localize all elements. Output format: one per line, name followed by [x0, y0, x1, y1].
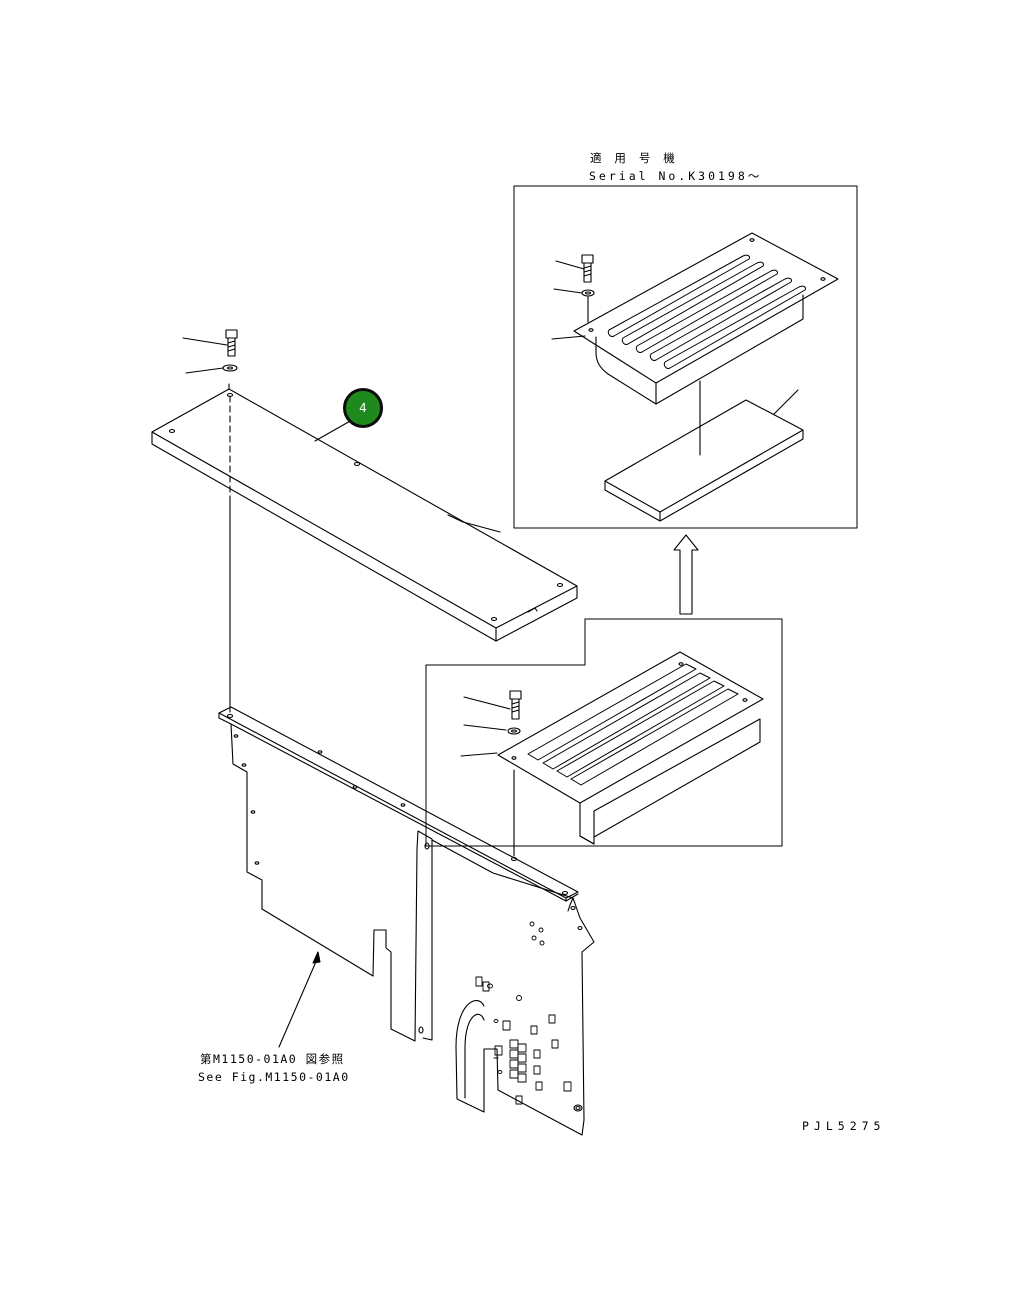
serial-note-jp: 適 用 号 機 — [590, 151, 678, 165]
callout-leader — [314, 419, 353, 442]
reference-note-en: See Fig.M1150-01A0 — [198, 1070, 350, 1084]
callout-4-number: 4 — [359, 401, 367, 415]
upgrade-arrow — [673, 534, 699, 615]
callout-4[interactable]: 4 — [343, 388, 383, 428]
cover-bolt — [182, 329, 238, 374]
frame-assembly — [218, 706, 595, 1136]
drawing-code: PJL5275 — [802, 1119, 886, 1133]
reference-arrow — [278, 951, 321, 1048]
lower-grille-box — [425, 618, 783, 847]
serial-note-en: Serial No.K30198〜 — [589, 169, 763, 183]
upper-grille-box — [513, 185, 858, 529]
cover-plate — [151, 383, 578, 642]
reference-note-jp: 第M1150-01A0 図参照 — [200, 1052, 345, 1066]
